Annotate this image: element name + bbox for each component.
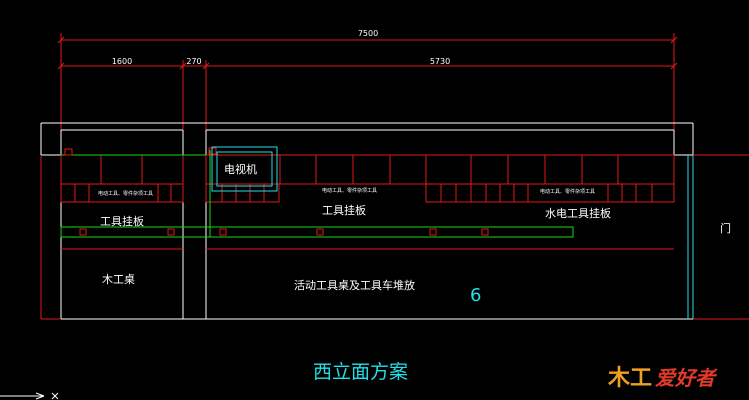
door-label: 门 — [720, 221, 731, 235]
drawing-title: 西立面方案 — [313, 361, 408, 383]
shelf-label-mid: 电动工具、零件杂项工具 — [322, 187, 377, 194]
dimension-left: 1600 — [112, 57, 132, 66]
dimension-total: 7500 — [358, 29, 378, 38]
mobile-tables-label: 活动工具桌及工具车堆放 — [294, 278, 415, 292]
dimension-middle: 270 — [186, 57, 201, 66]
upper-cabinets — [60, 154, 675, 185]
wood-table-label: 木工桌 — [102, 273, 135, 286]
logo-part-1: 木工 — [607, 366, 652, 391]
logo: 木工 爱好者 — [607, 366, 718, 391]
tool-board-right-label: 水电工具挂板 — [545, 206, 611, 220]
dimension-lines — [57, 33, 678, 130]
green-rails — [60, 150, 574, 238]
door — [687, 155, 694, 319]
tv-icon — [211, 146, 278, 192]
floor-lines — [40, 154, 749, 320]
drawer-rows — [60, 183, 675, 203]
logo-part-2: 爱好者 — [655, 366, 718, 390]
ucs-icon — [0, 392, 59, 400]
shelf-label-left: 电动工具、零件杂项工具 — [98, 190, 153, 197]
dimension-right: 5730 — [430, 57, 450, 66]
tool-board-mid-label: 工具挂板 — [322, 203, 366, 217]
tool-board-left-label: 工具挂板 — [100, 214, 144, 228]
shelf-label-right: 电动工具、零件杂项工具 — [540, 188, 595, 195]
tv-label: 电视机 — [224, 162, 257, 176]
number-label: 6 — [470, 285, 481, 306]
